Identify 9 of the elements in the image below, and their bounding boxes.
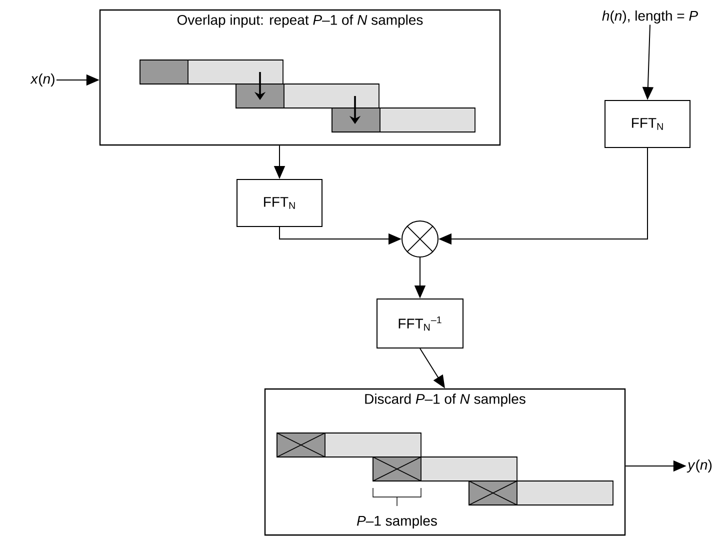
signal-label: h(n), length = P bbox=[602, 10, 698, 24]
signal-label: x(n) bbox=[30, 73, 54, 87]
fft-box: FFT$_{N}$ bbox=[604, 100, 690, 148]
fft-box: FFT$_{N}$–1 bbox=[376, 298, 464, 348]
multiplier-circle bbox=[402, 220, 438, 258]
bracket-label: P–1 samples bbox=[356, 515, 437, 529]
process-box: Overlap input: repeat P–1 of N samples bbox=[99, 9, 501, 146]
fft-box: FFT$_{N}$ bbox=[236, 179, 322, 227]
signal-label: y(n) bbox=[686, 459, 712, 473]
